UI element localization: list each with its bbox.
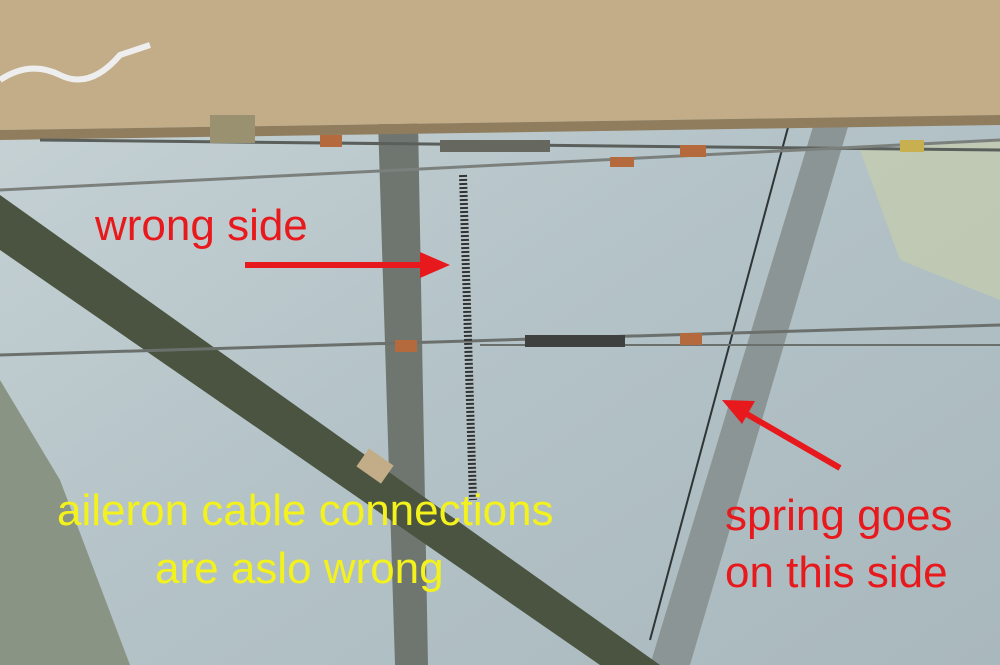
bracket <box>210 115 255 143</box>
tape-wrap <box>356 448 394 484</box>
ferrule <box>680 333 702 345</box>
fabric-top <box>0 0 1000 130</box>
diagonal-tube <box>0 195 660 665</box>
ferrule <box>320 135 342 147</box>
ferrule <box>680 145 706 157</box>
vertical-channel-right <box>650 120 850 665</box>
annotation-spring-line2: on this side <box>725 548 948 597</box>
yellowish-patch <box>860 140 1000 300</box>
thin-wire <box>649 119 791 641</box>
left-frame <box>0 380 130 665</box>
turnbuckle-lower <box>525 335 625 347</box>
annotation-aileron-line2: are aslo wrong <box>155 544 444 593</box>
annotation-wrong-side: wrong side <box>95 201 308 250</box>
turnbuckle-upper <box>440 140 550 152</box>
arrow-wrong-side <box>245 252 450 278</box>
ferrule <box>900 140 924 152</box>
annotation-aileron-line1: aileron cable connections <box>57 486 554 535</box>
lower-cable <box>0 323 1000 357</box>
lacing <box>0 42 151 83</box>
annotation-spring-line1: spring goes <box>725 491 953 540</box>
ferrule <box>610 157 634 167</box>
upper-cable-2 <box>0 138 1000 192</box>
ferrule <box>395 340 417 352</box>
arrow-spring-side <box>722 400 842 471</box>
